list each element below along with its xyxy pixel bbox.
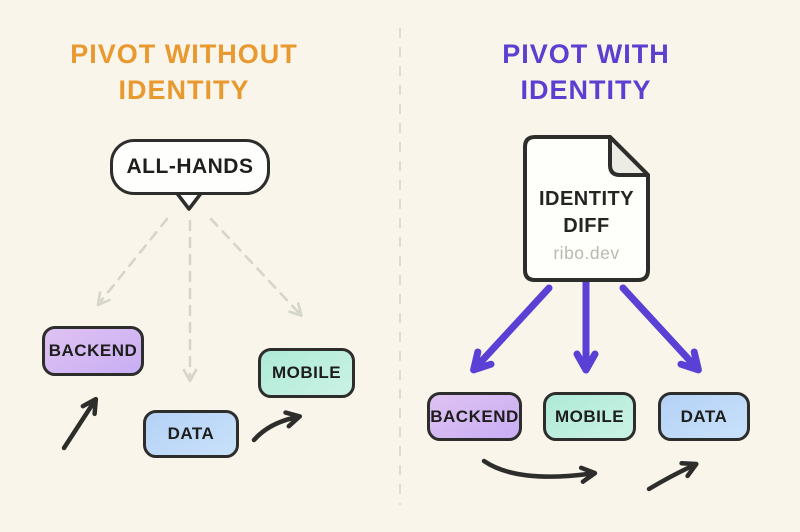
right-title-line1: PIVOT WITH: [502, 39, 670, 69]
all-hands-speech-bubble: ALL-HANDS: [110, 139, 270, 195]
right-backend-label: BACKEND: [430, 406, 519, 426]
dashed-arrow-to-backend: [96, 217, 169, 307]
left-title-line2: IDENTITY: [118, 75, 250, 105]
left-mobile-label: MOBILE: [271, 363, 342, 382]
purple-arrow-to-backend: [470, 284, 553, 374]
dashed-arrow-to-mobile: [209, 217, 303, 317]
right-mobile-label: MOBILE: [554, 406, 625, 426]
document-icon: [523, 135, 650, 282]
right-sketch-arrows: [481, 458, 699, 492]
left-backend-label: BACKEND: [48, 341, 138, 360]
sketch-arrow-mobile-to-data: [646, 461, 699, 492]
right-title-line2: IDENTITY: [520, 75, 652, 105]
right-backend-box: BACKEND: [427, 392, 522, 441]
sketch-arrow-data-to-mobile: [251, 410, 303, 443]
all-hands-label: ALL-HANDS: [126, 155, 254, 178]
right-data-box: DATA: [658, 392, 750, 441]
document-title-line1: IDENTITY: [538, 188, 635, 210]
left-data-box: DATA: [143, 410, 239, 458]
left-sketch-arrows: [61, 396, 303, 451]
right-data-label: DATA: [680, 406, 728, 426]
right-mobile-box: MOBILE: [543, 392, 636, 441]
sketch-arrow-backend-to-mobile: [481, 458, 598, 484]
document-fold-corner: [608, 135, 650, 177]
document-title: IDENTITY DIFF: [525, 186, 648, 240]
speech-bubble-tail: [174, 190, 204, 211]
purple-arrow-to-data: [619, 284, 702, 374]
document-watermark: ribo.dev: [553, 243, 620, 263]
left-title-line1: PIVOT WITHOUT: [70, 39, 298, 69]
left-panel-title: PIVOT WITHOUT IDENTITY: [30, 36, 338, 108]
purple-pivot-arrows: [470, 278, 702, 374]
left-mobile-box: MOBILE: [258, 348, 355, 398]
right-panel-title: PIVOT WITH IDENTITY: [440, 36, 732, 108]
document-title-line2: DIFF: [563, 215, 610, 237]
dashed-scatter-arrows: [96, 217, 303, 383]
left-data-label: DATA: [167, 424, 215, 443]
left-backend-box: BACKEND: [42, 326, 144, 376]
sketch-arrow-up-backend: [61, 396, 99, 451]
